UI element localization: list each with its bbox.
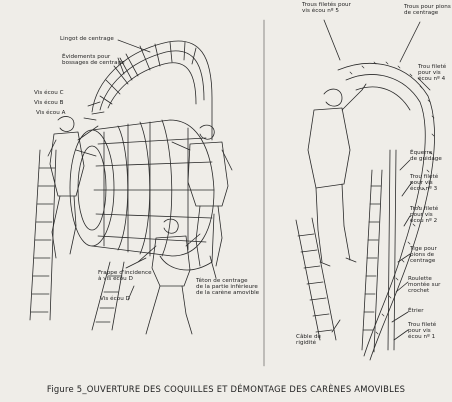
label-lingot-centrage: Lingot de centrage	[60, 36, 114, 42]
label-tige-pions: Tige pour pions de centrage	[410, 246, 437, 265]
label-trou-4: Trou fileté pour vis écou nº 4	[418, 64, 447, 83]
label-trous-filetes-5: Trous filetés pour vis écou nº 5	[302, 2, 351, 15]
label-vis-ecou-b: Vis écou B	[34, 100, 64, 106]
label-vis-ecou-c: Vis écou C	[34, 90, 64, 96]
label-teton-centrage: Têton de centrage de la partie inférieur…	[196, 278, 260, 297]
label-frappe-incidence: Frappe d'incidence à vis écou D	[98, 270, 152, 283]
label-etrier: Étrier	[408, 308, 424, 314]
label-trous-pions: Trous pour pions de centrage	[404, 4, 451, 17]
right-scene	[295, 19, 435, 361]
label-roulette: Roulette montée sur crochet	[408, 276, 441, 295]
label-vis-ecou-a: Vis écou A	[36, 110, 66, 116]
label-trou-3: Trou fileté pour vis écou nº 3	[410, 174, 439, 193]
label-equerre-guidage: Équerre de guidage	[410, 150, 442, 163]
label-cable-rigidite: Câble de rigidité	[296, 334, 322, 347]
figure-caption: Figure 5_OUVERTURE DES COQUILLES ET DÉMO…	[46, 384, 406, 394]
label-vis-ecou-d: Vis écou D	[100, 296, 131, 302]
label-trou-2: Trou fileté pour vis écou nº 2	[410, 206, 439, 225]
left-scene	[29, 39, 233, 335]
label-evidements: Évidements pour bossages de centrage	[62, 54, 125, 67]
label-trou-1: Trou fileté pour vis écou nº 1	[408, 322, 437, 341]
